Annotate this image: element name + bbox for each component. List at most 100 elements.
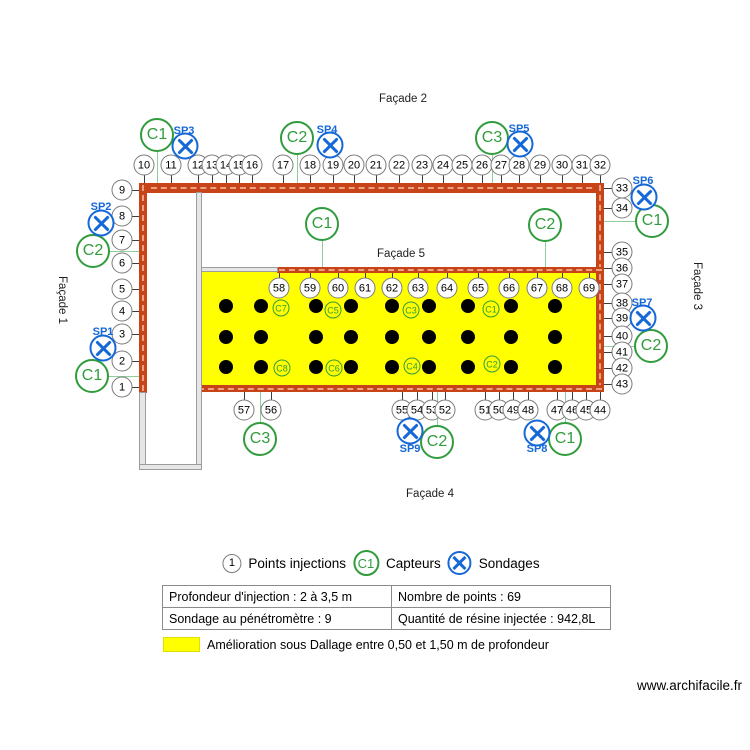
point-tick-line xyxy=(376,175,377,183)
sondage-SP7-icon xyxy=(629,304,657,332)
point-tick-line xyxy=(509,273,510,278)
point-tick-line xyxy=(519,175,520,183)
capteur-slab-C5: C5 xyxy=(324,301,342,319)
injection-point-35: 35 xyxy=(611,241,633,263)
point-tick-line xyxy=(171,175,172,183)
point-tick-line xyxy=(604,268,612,269)
injection-point-23: 23 xyxy=(411,154,433,176)
capteur-C2: C2 xyxy=(420,425,454,459)
point-tick-line xyxy=(392,273,393,278)
legend-point-symbol: 1 xyxy=(222,553,242,573)
injection-dot xyxy=(385,360,399,374)
injection-dot xyxy=(344,330,358,344)
point-tick-line xyxy=(132,311,140,312)
point-tick-line xyxy=(432,391,433,400)
injection-point-20: 20 xyxy=(343,154,365,176)
injection-dot xyxy=(344,360,358,374)
injection-dot xyxy=(309,360,323,374)
point-tick-line xyxy=(482,175,483,183)
sondage-SP8-label: SP8 xyxy=(526,443,548,455)
legend-sondages-label: Sondages xyxy=(478,555,540,571)
archifacile-url: www.archifacile.fr xyxy=(637,678,743,693)
sondage-SP3-icon xyxy=(171,132,199,160)
point-tick-line xyxy=(132,240,140,241)
facade-3-label: Façade 3 xyxy=(691,262,703,310)
point-tick-line xyxy=(600,391,601,400)
sondage-SP5-label: SP5 xyxy=(508,123,530,135)
capteur-connector-line xyxy=(110,251,139,252)
point-tick-line xyxy=(604,252,612,253)
capteur-C2: C2 xyxy=(634,329,668,363)
injection-dot xyxy=(219,330,233,344)
injection-point-32: 32 xyxy=(589,154,611,176)
sondage-SP8-icon xyxy=(523,419,551,447)
point-tick-line xyxy=(604,303,612,304)
capteur-slab-C4: C4 xyxy=(403,357,421,375)
injection-dot xyxy=(219,360,233,374)
capteur-connector-line xyxy=(322,241,323,268)
capteur-C1: C1 xyxy=(548,422,582,456)
legend-capteur-symbol: C1 xyxy=(352,550,379,576)
injection-point-6: 6 xyxy=(111,252,133,274)
cell-nombre-points: Nombre de points : 69 xyxy=(391,585,611,608)
injection-point-7: 7 xyxy=(111,229,133,251)
wall-gray-corridor-left xyxy=(139,392,146,470)
injection-point-25: 25 xyxy=(451,154,473,176)
injection-dot xyxy=(504,330,518,344)
point-tick-line xyxy=(562,175,563,183)
point-tick-line xyxy=(462,175,463,183)
injection-point-18: 18 xyxy=(299,154,321,176)
point-tick-line xyxy=(402,391,403,400)
point-tick-line xyxy=(499,391,500,400)
injection-point-43: 43 xyxy=(611,373,633,395)
injection-dot xyxy=(309,330,323,344)
capteur-slab-C1: C1 xyxy=(482,300,500,318)
injection-point-68: 68 xyxy=(551,277,573,299)
facade-1-label: Façade 1 xyxy=(56,276,68,324)
injection-point-11: 11 xyxy=(160,154,182,176)
injection-point-21: 21 xyxy=(365,154,387,176)
point-tick-line xyxy=(478,273,479,278)
injection-dot xyxy=(422,299,436,313)
injection-dot xyxy=(461,299,475,313)
point-tick-line xyxy=(310,273,311,278)
legend-capteurs-label: Capteurs xyxy=(385,555,441,571)
point-tick-line xyxy=(528,391,529,400)
injection-point-17: 17 xyxy=(272,154,294,176)
capteur-C2: C2 xyxy=(528,208,562,242)
point-tick-line xyxy=(604,208,612,209)
wall-facade-4 xyxy=(196,385,604,392)
point-tick-line xyxy=(279,273,280,278)
injection-point-8: 8 xyxy=(111,205,133,227)
injection-point-52: 52 xyxy=(434,399,456,421)
point-tick-line xyxy=(600,175,601,183)
injection-point-33: 33 xyxy=(611,177,633,199)
sondage-SP7-label: SP7 xyxy=(631,297,653,309)
sondage-SP9-icon xyxy=(396,417,424,445)
point-tick-line xyxy=(513,391,514,400)
injection-point-34: 34 xyxy=(611,197,633,219)
point-tick-line xyxy=(271,391,272,400)
sondage-SP1-icon xyxy=(89,334,117,362)
injection-dot xyxy=(254,299,268,313)
capteur-connector-line xyxy=(604,221,635,222)
legend-sondage-icon xyxy=(447,551,472,575)
capteur-connector-line xyxy=(545,242,546,267)
point-tick-line xyxy=(604,352,612,353)
wall-gray-corridor-right xyxy=(196,192,202,470)
facade-5-label: Façade 5 xyxy=(377,248,425,260)
point-tick-line xyxy=(604,368,612,369)
point-tick-line xyxy=(447,273,448,278)
point-tick-line xyxy=(417,391,418,400)
capteur-C1: C1 xyxy=(75,359,109,393)
injection-point-64: 64 xyxy=(436,277,458,299)
injection-dot xyxy=(422,360,436,374)
point-tick-line xyxy=(132,216,140,217)
point-tick-line xyxy=(239,175,240,183)
injection-dot xyxy=(385,330,399,344)
sondage-SP6-label: SP6 xyxy=(632,175,654,187)
point-tick-line xyxy=(501,175,502,183)
injection-dot xyxy=(461,330,475,344)
injection-point-63: 63 xyxy=(407,277,429,299)
capteur-connector-line xyxy=(297,155,298,183)
